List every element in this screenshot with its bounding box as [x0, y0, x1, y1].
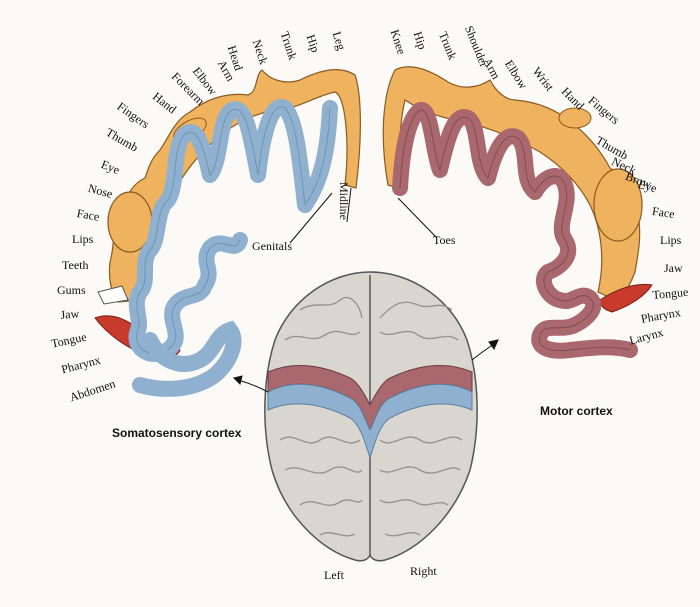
sensory-teeth	[97, 285, 129, 305]
label-toes: Toes	[433, 233, 456, 247]
brain-sensory-band	[267, 383, 473, 460]
motor-hand	[558, 107, 592, 129]
sensory-label-face: Face	[75, 206, 101, 224]
sensory-label-lips: Lips	[72, 232, 94, 246]
motor-label-face: Face	[651, 204, 676, 222]
sensory-label-teeth: Teeth	[62, 258, 89, 272]
brain-top-view	[264, 271, 478, 562]
motor-homunculus	[382, 66, 653, 313]
brain-gyri	[279, 296, 463, 537]
label-left: Left	[324, 568, 344, 582]
motor-cortex-strip-outline	[399, 109, 631, 352]
motor-label-lips: Lips	[660, 233, 682, 247]
label-genitals: Genitals	[252, 239, 292, 253]
motor-tongue	[599, 283, 653, 313]
label-midline: Midline	[337, 182, 351, 220]
sensory-cortex-strip-outline	[135, 106, 331, 355]
sensory-label-gums: Gums	[57, 283, 86, 297]
motor-label-jaw: Jaw	[664, 261, 683, 275]
sensory-label-jaw: Jaw	[59, 306, 80, 322]
pointer-arrows	[233, 187, 499, 393]
caption-motor-cortex: Motor cortex	[540, 404, 613, 418]
motor-face	[593, 168, 643, 242]
motor-label-tongue: Tongue	[651, 284, 689, 302]
sensory-strip-lower	[132, 320, 242, 397]
caption-somatosensory-cortex: Somatosensory cortex	[112, 426, 242, 440]
label-right: Right	[410, 564, 437, 578]
